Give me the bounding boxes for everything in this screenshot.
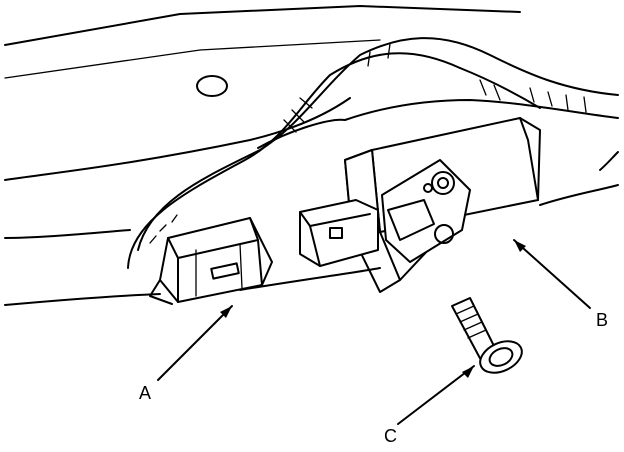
connector-a (149, 217, 273, 305)
leader-lines (157, 239, 591, 425)
floor-hole (196, 75, 228, 97)
callout-label-c: C (384, 426, 397, 446)
sensor-connector (299, 199, 379, 267)
sensor-b (344, 117, 541, 293)
callout-label-b: B (596, 310, 609, 330)
bolt-c (451, 297, 523, 374)
floor-panel (4, 5, 619, 306)
wire-harness (127, 37, 619, 269)
callout-label-a: A (139, 383, 152, 403)
